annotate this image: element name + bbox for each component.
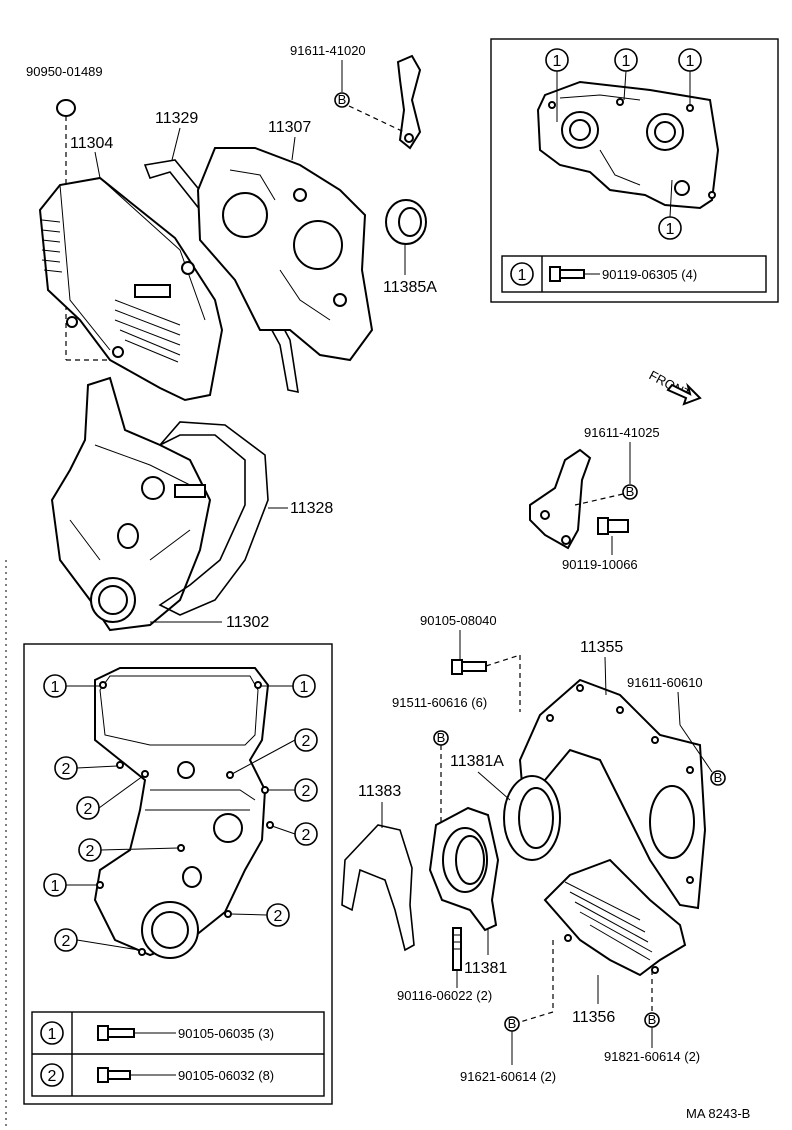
end-plate-11355	[518, 678, 707, 910]
svg-text:2: 2	[302, 827, 311, 844]
svg-text:2: 2	[84, 801, 93, 818]
label-11329: 11329	[155, 110, 198, 127]
label-11383: 11383	[358, 783, 401, 800]
svg-text:1: 1	[622, 53, 631, 70]
label-90119-10066: 90119-10066	[562, 557, 638, 572]
svg-text:B: B	[714, 770, 723, 785]
label-91621-60614: 91621-60614 (2)	[460, 1069, 556, 1084]
svg-text:2: 2	[62, 761, 71, 778]
label-91611-41025: 91611-41025	[584, 425, 660, 440]
bolt-icon	[97, 1067, 176, 1083]
svg-text:1: 1	[48, 1026, 57, 1043]
svg-text:1: 1	[666, 221, 675, 238]
svg-text:1: 1	[51, 679, 60, 696]
bracket-91611-41025	[529, 448, 629, 550]
svg-text:2: 2	[62, 933, 71, 950]
callout-1-c: 1	[678, 48, 702, 106]
label-11381A: 11381A	[450, 753, 504, 770]
gasket-11328	[158, 421, 269, 616]
callout-2-e: 2	[271, 822, 318, 846]
svg-text:2: 2	[86, 843, 95, 860]
oil-pan-11356	[543, 858, 687, 977]
svg-text:B: B	[437, 730, 446, 745]
stud-90116-06022	[452, 927, 462, 971]
callout-2-c: 2	[76, 775, 144, 820]
label-90116-06022: 90116-06022 (2)	[397, 988, 492, 1003]
callout-1-left-lower: 1	[43, 873, 97, 897]
svg-text:1: 1	[51, 878, 60, 895]
label-11385A: 11385A	[383, 279, 437, 296]
label-11307: 11307	[268, 119, 311, 136]
inset-bl-part-1: 90105-06035 (3)	[178, 1026, 274, 1041]
inset-bottom-left: 1 1 1 2 2 2 2	[23, 643, 333, 1105]
label-90950-01489: 90950-01489	[26, 64, 103, 79]
svg-text:2: 2	[48, 1068, 57, 1085]
svg-text:B: B	[508, 1016, 517, 1031]
svg-text:2: 2	[274, 908, 283, 925]
label-91821-60614: 91821-60614 (2)	[604, 1049, 700, 1064]
inset-tr-part: 90119-06305 (4)	[602, 267, 697, 282]
callout-2-g: 2	[230, 903, 290, 927]
callout-1-right-top: 1	[261, 674, 316, 698]
gasket-11383	[341, 824, 415, 952]
callout-b	[334, 92, 350, 108]
svg-text:1: 1	[553, 53, 562, 70]
inset-top-right: 1 1 1 1 1 90119-06305 (4)	[490, 38, 779, 303]
label-11356: 11356	[572, 1009, 615, 1026]
label-11381: 11381	[464, 960, 507, 977]
callout-1-left-top: 1	[43, 674, 100, 698]
bolt-icon	[549, 266, 600, 282]
label-11304: 11304	[70, 135, 113, 152]
label-91611-60610: 91611-60610	[627, 675, 703, 690]
svg-text:1: 1	[518, 267, 527, 284]
label-11355: 11355	[580, 639, 623, 656]
label-91611-41020: 91611-41020	[290, 43, 366, 58]
timing-cover-11302	[50, 376, 212, 632]
callout-2-h: 2	[54, 928, 140, 952]
timing-plate-11307	[196, 147, 374, 362]
oil-seal-11385A	[385, 199, 427, 245]
callout-1-d: 1	[658, 179, 682, 240]
svg-text:B: B	[338, 92, 347, 107]
bolt-icon	[97, 1025, 176, 1041]
bracket-91611-41020	[396, 54, 422, 150]
svg-text:B: B	[648, 1012, 657, 1027]
diagram-id: MA 8243-B	[686, 1106, 750, 1121]
svg-text:B: B	[626, 484, 635, 499]
svg-text:2: 2	[302, 783, 311, 800]
svg-text:1: 1	[686, 53, 695, 70]
label-90105-08040: 90105-08040	[420, 613, 497, 628]
inset-bl-part-2: 90105-06032 (8)	[178, 1068, 274, 1083]
callout-1-b: 1	[614, 48, 638, 101]
label-11328: 11328	[290, 500, 333, 517]
svg-text:2: 2	[302, 733, 311, 750]
bolt-90105-08040	[451, 659, 487, 675]
oil-seal-11381A	[503, 775, 561, 861]
callout-1-a: 1	[545, 48, 569, 122]
callout-2-b: 2	[231, 728, 318, 775]
seal-retainer-11381	[428, 806, 500, 932]
front-arrow-icon: FRONT	[647, 367, 702, 406]
callout-2-f: 2	[78, 838, 179, 862]
callout-2-a: 2	[54, 756, 118, 780]
label-11302: 11302	[226, 614, 269, 631]
timing-belt-cover-11304	[38, 176, 224, 402]
svg-text:1: 1	[300, 679, 309, 696]
label-91511-60616: 91511-60616 (6)	[392, 695, 487, 710]
callout-2-d: 2	[268, 778, 318, 802]
